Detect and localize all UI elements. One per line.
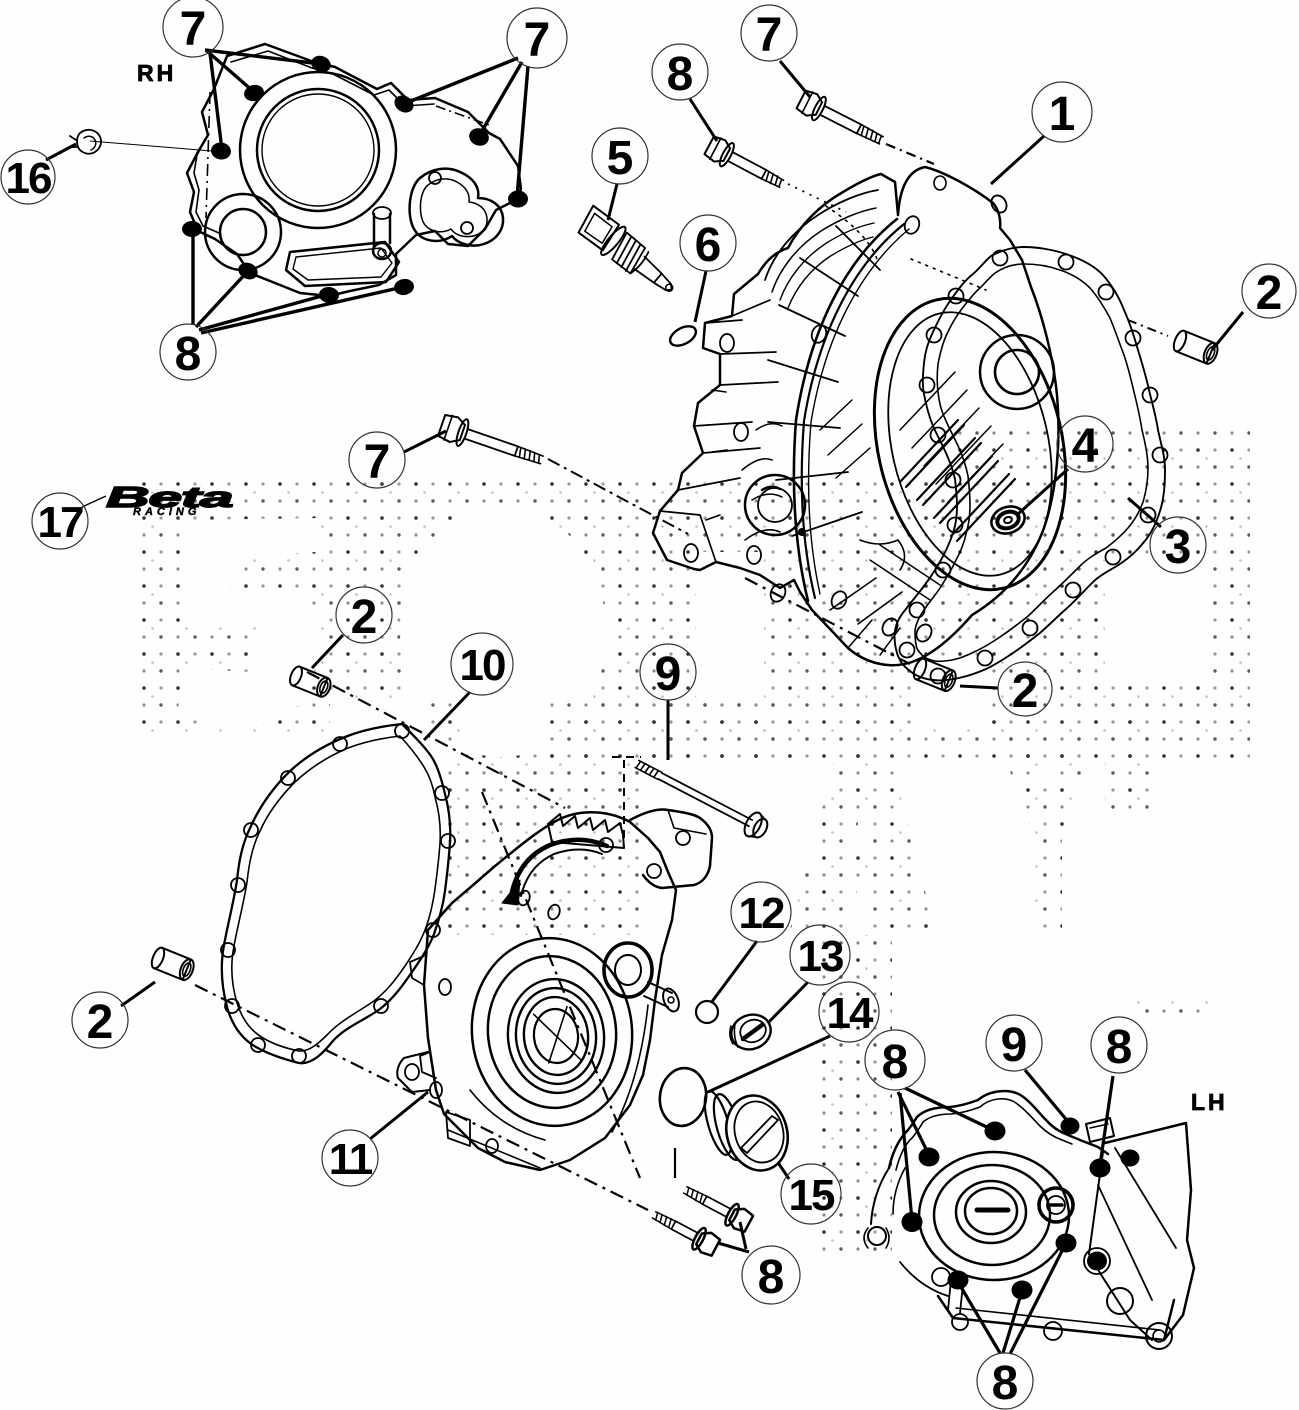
svg-text:13: 13 [798,932,843,981]
svg-text:12: 12 [739,889,784,938]
svg-text:2: 2 [1012,665,1039,718]
svg-text:8: 8 [992,1357,1019,1410]
svg-text:7: 7 [180,3,207,56]
svg-text:10: 10 [460,641,505,690]
svg-text:2: 2 [87,996,114,1049]
svg-text:RACING: RACING [133,506,200,518]
svg-text:8: 8 [1106,1021,1133,1074]
svg-text:4: 4 [1072,420,1099,473]
svg-text:6: 6 [695,219,722,272]
svg-text:7: 7 [756,9,783,62]
svg-text:RH: RH [137,60,176,86]
svg-text:3: 3 [1165,521,1192,574]
svg-text:17: 17 [38,498,83,547]
svg-text:14: 14 [827,989,874,1038]
svg-text:1: 1 [1049,88,1076,141]
svg-text:8: 8 [758,1251,785,1304]
svg-text:2: 2 [1256,267,1283,320]
svg-text:9: 9 [655,648,682,701]
svg-text:7: 7 [364,436,391,489]
svg-text:15: 15 [789,1171,835,1220]
svg-text:5: 5 [607,132,634,185]
svg-text:8: 8 [882,1036,909,1089]
svg-text:Beta: Beta [106,481,233,513]
svg-text:8: 8 [175,328,202,381]
svg-text:LH: LH [1191,1089,1228,1115]
svg-text:8: 8 [667,48,694,101]
svg-text:9: 9 [1001,1019,1028,1072]
svg-text:11: 11 [329,1135,373,1184]
svg-text:7: 7 [524,14,551,67]
svg-text:16: 16 [6,154,51,203]
svg-text:2: 2 [351,591,378,644]
